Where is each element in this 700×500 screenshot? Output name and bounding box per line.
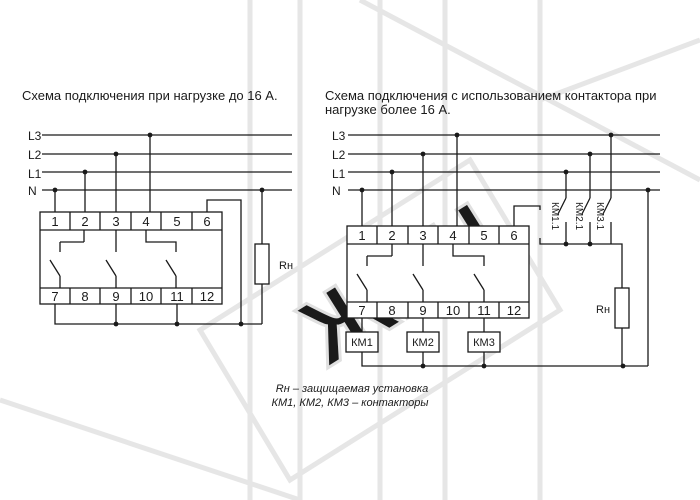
left-terminal-1: 1 <box>51 214 58 229</box>
right-terminal-1: 1 <box>358 228 365 243</box>
right-label-l1: L1 <box>332 167 346 181</box>
left-load-resistor <box>254 243 270 285</box>
contact-km3-1-label: КМ3.1 <box>594 202 605 230</box>
right-terminal-12: 12 <box>507 303 521 318</box>
right-load-resistor <box>614 287 630 329</box>
right-label-l3: L3 <box>332 129 346 143</box>
left-label-n: N <box>28 184 37 198</box>
left-switch-2 <box>105 230 117 288</box>
contactor-km3-label: КМ3 <box>473 337 495 349</box>
contact-km3-1 <box>602 197 612 238</box>
right-diagram: Схема подключения с использованием конта… <box>325 88 660 369</box>
left-label-l2: L2 <box>28 148 42 162</box>
legend-line2: КМ1, КМ2, КМ3 – контакторы <box>272 397 429 409</box>
right-terminal-3: 3 <box>419 228 426 243</box>
right-terminal-7: 7 <box>358 303 365 318</box>
left-label-l3: L3 <box>28 129 42 143</box>
contactor-km2-label: КМ2 <box>412 337 434 349</box>
left-switch-3 <box>145 230 177 288</box>
left-terminal-2: 2 <box>81 214 88 229</box>
left-terminal-9: 9 <box>112 289 119 304</box>
right-terminal-6: 6 <box>510 228 517 243</box>
legend-line1: Rн – защищаемая установка <box>276 383 428 395</box>
right-title-line2: нагрузке более 16 А. <box>325 102 451 117</box>
right-terminal-9: 9 <box>419 303 426 318</box>
right-terminal-2: 2 <box>388 228 395 243</box>
contact-km1-1 <box>557 197 567 238</box>
right-label-l2: L2 <box>332 148 346 162</box>
right-load-label: Rн <box>596 304 610 316</box>
right-label-n: N <box>332 184 341 198</box>
left-load-label: Rн <box>279 260 293 272</box>
right-terminal-11: 11 <box>477 303 491 318</box>
left-terminal-8: 8 <box>81 289 88 304</box>
left-terminal-12: 12 <box>200 289 214 304</box>
right-terminal-4: 4 <box>449 228 456 243</box>
left-title: Схема подключения при нагрузке до 16 А. <box>22 88 278 103</box>
left-terminal-4: 4 <box>142 214 149 229</box>
left-switch-1 <box>49 241 84 288</box>
left-diagram: Схема подключения при нагрузке до 16 А. … <box>22 88 293 327</box>
left-terminal-11: 11 <box>170 289 184 304</box>
right-terminal-10: 10 <box>446 303 460 318</box>
contact-km2-1-label: КМ2.1 <box>573 202 584 230</box>
left-label-l1: L1 <box>28 167 42 181</box>
left-terminal-5: 5 <box>173 214 180 229</box>
contactor-km1-label: КМ1 <box>351 337 373 349</box>
right-switch-2 <box>412 244 424 302</box>
right-switch-3 <box>452 244 485 302</box>
right-switch-1 <box>356 244 393 302</box>
contact-km2-1 <box>581 197 591 238</box>
left-terminal-3: 3 <box>112 214 119 229</box>
left-terminal-10: 10 <box>139 289 153 304</box>
right-terminal-5: 5 <box>480 228 487 243</box>
right-terminal-8: 8 <box>388 303 395 318</box>
left-terminal-7: 7 <box>51 289 58 304</box>
legend: Rн – защищаемая установка КМ1, КМ2, КМ3 … <box>272 383 429 409</box>
right-title-line1: Схема подключения с использованием конта… <box>325 88 657 103</box>
left-terminal-6: 6 <box>203 214 210 229</box>
contact-km1-1-label: КМ1.1 <box>549 202 560 230</box>
